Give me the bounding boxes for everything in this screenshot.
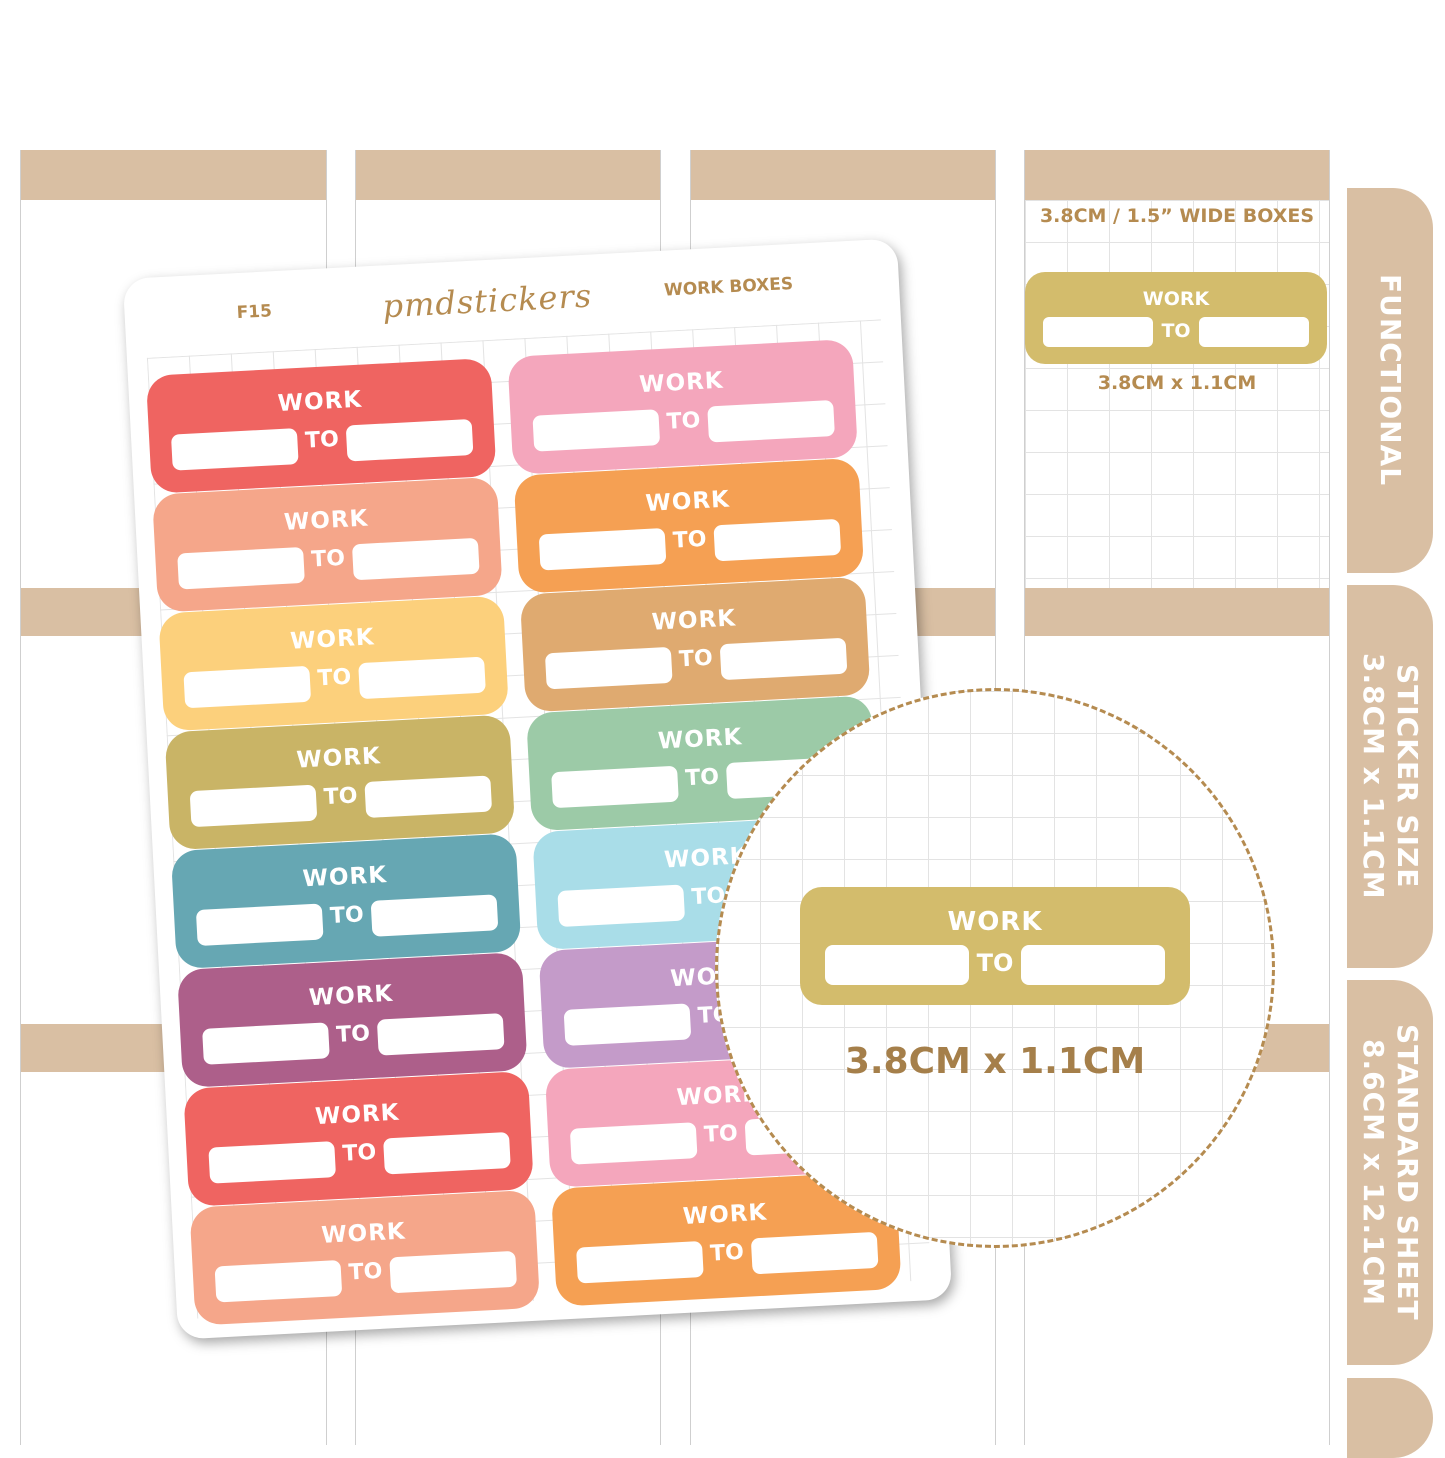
work-text: WORK (308, 980, 394, 1012)
end-time-slot (389, 1250, 518, 1294)
zoom-start-slot (825, 945, 969, 985)
side-tab-standard-sheet-text: STANDARD SHEET 8.6CM x 12.1CM (1357, 1024, 1424, 1321)
work-text: WORK (320, 1218, 407, 1249)
sample-work-text: WORK (1142, 288, 1210, 310)
planner-mid-band-4 (1024, 588, 1329, 636)
end-time-slot (707, 399, 835, 443)
sample-work-box: WORK TO (1025, 272, 1327, 364)
end-time-slot (351, 537, 480, 581)
end-time-slot (383, 1131, 511, 1175)
work-text: WORK (638, 367, 725, 399)
planner-divider-8 (1329, 150, 1330, 1445)
work-text: WORK (314, 1099, 401, 1131)
info-grid (1025, 200, 1329, 588)
end-time-slot (376, 1013, 505, 1056)
end-time-slot (358, 656, 486, 700)
zoom-to-text: TO (976, 949, 1014, 977)
zoom-work-box: WORK TO (800, 887, 1190, 1005)
side-tab-functional[interactable]: FUNCTIONAL (1347, 188, 1433, 573)
side-tab-standard-sheet[interactable]: STANDARD SHEET 8.6CM x 12.1CM (1347, 980, 1433, 1365)
sheet-title: WORK BOXES (663, 273, 794, 301)
zoom-end-slot (1021, 945, 1165, 985)
planner-header-band-2 (355, 150, 660, 200)
side-tab-sticker-size[interactable]: STICKER SIZE 3.8CM x 1.1CM (1347, 585, 1433, 968)
sample-end-slot (1199, 317, 1309, 347)
planner-header-band-4 (1024, 150, 1329, 200)
work-text: WORK (277, 386, 363, 418)
work-text: WORK (283, 505, 370, 536)
sample-size-text: 3.8CM x 1.1CM (1097, 372, 1257, 394)
end-time-slot (750, 1231, 879, 1275)
work-text: WORK (651, 605, 737, 636)
side-tab-functional-text: FUNCTIONAL (1374, 274, 1407, 487)
end-time-slot (364, 775, 493, 819)
end-time-slot (713, 518, 842, 562)
planner-divider-1 (20, 150, 21, 1445)
zoom-magnifier: WORK TO 3.8CM x 1.1CM (715, 688, 1275, 1248)
work-text: WORK (644, 486, 731, 517)
brand-logo: pmdstickers (381, 276, 594, 326)
end-time-slot (370, 894, 499, 937)
planner-header-band-1 (20, 150, 326, 200)
sample-start-slot (1043, 317, 1153, 347)
work-text: WORK (295, 743, 382, 774)
side-tab-sticker-size-text: STICKER SIZE 3.8CM x 1.1CM (1357, 653, 1424, 900)
sample-to-text: TO (1161, 320, 1191, 342)
end-time-slot (719, 637, 848, 681)
side-tab-extra[interactable] (1347, 1378, 1433, 1458)
work-text: WORK (289, 624, 376, 655)
planner-header-band-3 (690, 150, 995, 200)
zoom-work-text: WORK (947, 907, 1043, 937)
zoom-size-text: 3.8CM x 1.1CM (844, 1041, 1146, 1082)
sheet-code: F15 (236, 301, 273, 324)
box-width-heading: 3.8CM / 1.5” WIDE BOXES (1039, 205, 1315, 227)
work-text: WORK (301, 862, 388, 893)
end-time-slot (345, 418, 474, 462)
